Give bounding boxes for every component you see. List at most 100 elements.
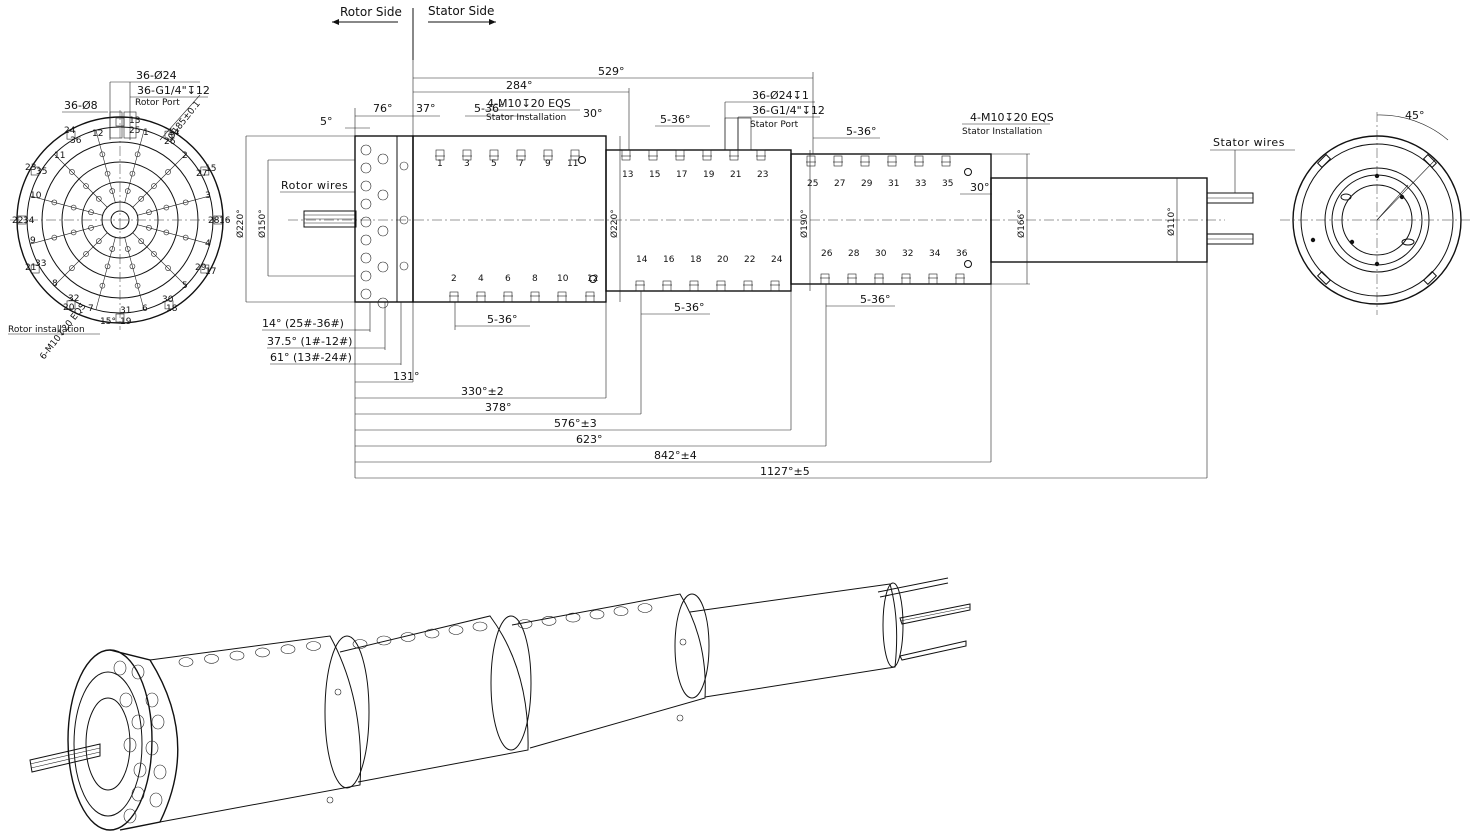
flange-hole	[360, 216, 372, 228]
port-label: 16	[663, 255, 675, 265]
rotor-wires-label: Rotor wires	[281, 179, 348, 192]
port-number-labels: 1 3 5 7 9 11 13 15 17 19 21 23 25 27 29 …	[437, 159, 968, 284]
stator-installation-label-2: Stator Installation	[962, 127, 1042, 137]
rotor-edge-slot	[164, 130, 174, 140]
rotor-port-label: 32	[68, 294, 79, 304]
dim-37: 37°	[416, 102, 436, 115]
port-label: 32	[902, 249, 913, 259]
rotor-edge-slot	[30, 166, 40, 176]
dim-284: 284°	[506, 79, 533, 92]
rotor-port-label: 22	[12, 216, 23, 226]
port-fitting	[675, 149, 685, 161]
port-fitting	[729, 149, 739, 161]
dim-5-36-a: 5-36°	[474, 102, 504, 115]
rotor-port-hole	[124, 246, 131, 252]
rotor-small-bore-callout: 36-Ø8	[64, 99, 98, 112]
dim-166: Ø166°	[1016, 209, 1027, 238]
rotor-port-label: 23	[25, 163, 36, 173]
port-fitting	[462, 149, 472, 161]
port-label: 5	[491, 159, 497, 169]
rotor-port-hole	[83, 183, 89, 189]
flange-port-hole	[123, 737, 137, 753]
flange-port-hole	[133, 762, 147, 778]
port-fitting	[756, 149, 766, 161]
rotor-bore-callout: 36-Ø24	[136, 69, 177, 82]
rotor-port-hole	[51, 199, 58, 206]
flange-hole	[360, 234, 372, 246]
dim-30-b: 30°	[970, 181, 990, 194]
rotor-port-hole	[88, 209, 94, 216]
port-label: 34	[929, 249, 941, 259]
port-fitting	[847, 273, 857, 285]
rotor-port-hole	[109, 188, 116, 194]
rotor-port-hole	[134, 151, 141, 158]
port-fitting	[621, 149, 631, 161]
port-fitting	[716, 280, 726, 292]
stator-end-view: 45°	[1280, 109, 1472, 315]
port-fitting	[702, 149, 712, 161]
dim-190: Ø190°	[799, 209, 810, 238]
stator-bolt-callout-2: 4-M10↧20 EQS	[970, 111, 1054, 124]
rotor-port-label: 13	[129, 116, 140, 126]
rotor-port-label: 19	[120, 317, 132, 327]
rotor-port-hole	[51, 234, 58, 241]
rotor-installation-label: Rotor installation	[8, 325, 85, 335]
port-label: 27	[834, 179, 845, 189]
rotor-port-label: 1	[143, 128, 149, 138]
port-label: 31	[888, 179, 899, 189]
iso-port-hole	[376, 635, 392, 646]
port-label: 15	[649, 170, 660, 180]
port-fitting	[820, 273, 830, 285]
dim-110: Ø110°	[1166, 207, 1177, 236]
port-label: 17	[676, 170, 687, 180]
port-label: 13	[622, 170, 633, 180]
rotor-port-label: 27	[196, 169, 207, 179]
port-fitting	[914, 155, 924, 167]
port-fitting	[503, 291, 513, 303]
rotor-port-hole	[99, 151, 106, 158]
rotor-port-hole	[69, 265, 75, 271]
dim-5-36-e: 5-36°	[674, 301, 704, 314]
rotor-edge-slot	[164, 300, 174, 310]
dim-30-a: 30°	[583, 107, 603, 120]
iso-port-hole	[565, 612, 581, 623]
rotor-port-fitting	[123, 111, 137, 139]
dim-37-5: 37.5° (1#-12#)	[267, 335, 352, 348]
rotor-port-label: 17	[205, 267, 216, 277]
rotor-spoke	[132, 154, 186, 208]
flange-hole	[399, 161, 409, 171]
flange-hole	[360, 270, 372, 282]
port-label: 28	[848, 249, 860, 259]
port-fitting	[887, 155, 897, 167]
port-label: 29	[861, 179, 873, 189]
stator-port-label-text: Stator Port	[750, 120, 799, 130]
stator-installation-label-1: Stator Installation	[486, 113, 566, 123]
port-label: 20	[717, 255, 729, 265]
port-fitting	[901, 273, 911, 285]
rotor-spoke	[30, 224, 103, 245]
rotor-port-hole	[182, 234, 189, 241]
flange-hole	[399, 215, 409, 225]
side-view: Rotor wires Stator wires 1 3 5 7 9 11	[109, 60, 1295, 479]
rotor-port-hole	[69, 169, 75, 175]
port-fitting	[635, 280, 645, 292]
dim-378: 378°	[485, 401, 512, 414]
port-label: 21	[730, 170, 741, 180]
rotor-port-label: 5	[182, 281, 188, 291]
port-label: 26	[821, 249, 833, 259]
body-section-3	[790, 153, 992, 285]
iso-port-hole	[448, 625, 464, 635]
rotor-thread-callout: 36-G1/4"↧12	[137, 84, 210, 97]
rotor-port-label: 21	[25, 263, 36, 273]
rotor-port-hole	[88, 224, 94, 231]
stator-bore-callout: 36-Ø24↧1	[752, 89, 809, 102]
port-fitting	[516, 149, 526, 161]
flange-hole	[377, 189, 389, 201]
dim-5-36-c: 5-36°	[846, 125, 876, 138]
iso-port-hole	[637, 603, 653, 613]
rotor-edge-slot	[30, 264, 40, 274]
port-fitting	[530, 291, 540, 303]
stator-stub	[990, 177, 1208, 263]
rotor-port-label: 30	[162, 295, 174, 305]
